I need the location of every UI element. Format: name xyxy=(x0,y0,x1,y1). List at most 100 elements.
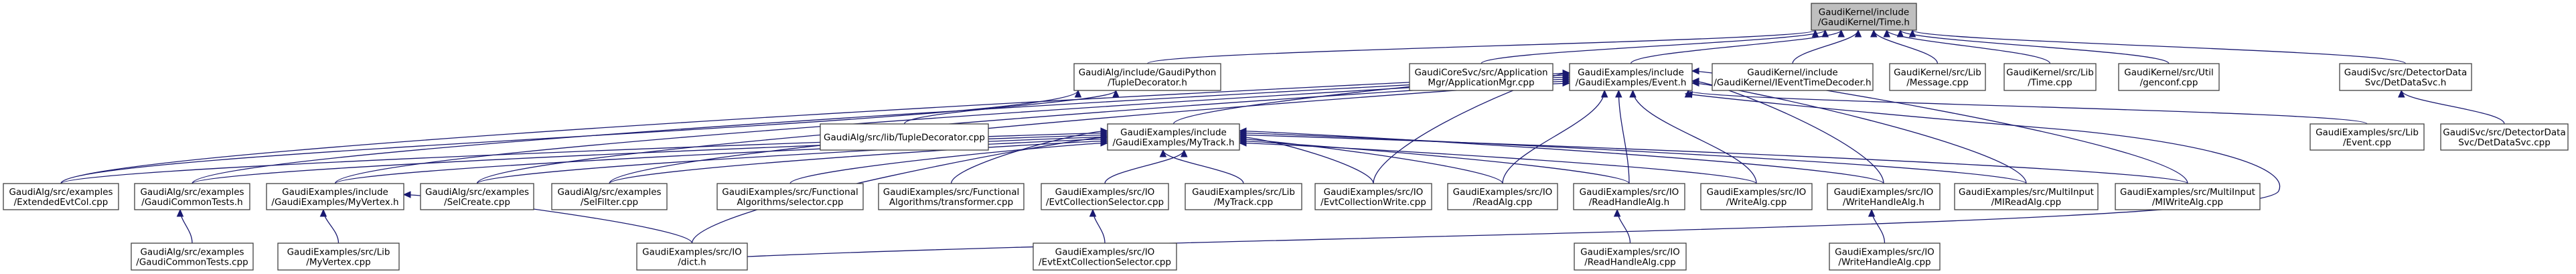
node-myvertex-h[interactable]: GaudiExamples/include/GaudiExamples/MyVe… xyxy=(266,183,404,210)
node-label-line: /ReadHandleAlg.cpp xyxy=(1584,257,1675,268)
root-node-time-h[interactable]: GaudiKernel/include/GaudiKernel/Time.h xyxy=(1811,3,1917,31)
arrowhead-icon xyxy=(1238,139,1247,147)
node-label-line: /WriteAlg.cpp xyxy=(1726,197,1787,208)
edge-line xyxy=(1239,136,1374,184)
node-mireadalg-cpp[interactable]: GaudiExamples/src/MultiInput/MIReadAlg.c… xyxy=(1954,183,2099,210)
node-label-line: GaudiAlg/src/examples xyxy=(140,247,244,258)
node-readhandlealg-h[interactable]: GaudiExamples/src/IO/ReadHandleAlg.h xyxy=(1573,183,1685,210)
node-box xyxy=(1574,243,1687,271)
edge-ieventtimedecoder-h-to-time-h xyxy=(1792,29,1862,64)
node-gaudicommontests-h[interactable]: GaudiAlg/src/examples/GaudiCommonTests.h xyxy=(134,183,250,210)
node-label-line: /SelCreate.cpp xyxy=(444,197,510,208)
node-selector-cpp[interactable]: GaudiExamples/src/FunctionalAlgorithms/s… xyxy=(716,183,864,210)
node-label-line: GaudiAlg/src/examples xyxy=(425,187,529,198)
node-mytrack-cpp[interactable]: GaudiExamples/src/Lib/MyTrack.cpp xyxy=(1185,183,1302,210)
node-event-cpp[interactable]: GaudiExamples/src/Lib/Event.cpp xyxy=(2309,123,2425,151)
edge-readalg-cpp-to-event-h xyxy=(1502,89,1608,184)
edge-mytrack-cpp-to-mytrack-h xyxy=(1159,149,1244,184)
arrowhead-icon xyxy=(176,208,184,217)
arrowhead-icon xyxy=(1854,29,1862,38)
node-selcreate-cpp[interactable]: GaudiAlg/src/examples/SelCreate.cpp xyxy=(420,183,534,210)
arrowhead-icon xyxy=(1562,69,1571,77)
node-box xyxy=(1573,183,1685,210)
node-writehandlealg-h[interactable]: GaudiExamples/src/IO/WriteHandleAlg.h xyxy=(1827,183,1941,210)
arrowhead-icon xyxy=(1159,149,1167,157)
edge-line xyxy=(334,136,1108,184)
arrowhead-icon xyxy=(1896,29,1904,38)
edge-line xyxy=(2401,90,2505,125)
node-box xyxy=(1447,183,1558,210)
node-label-line: GaudiExamples/src/Lib xyxy=(2316,127,2419,138)
nodes-layer: GaudiKernel/include/GaudiKernel/Time.hGa… xyxy=(3,3,2569,271)
node-readalg-cpp[interactable]: GaudiExamples/src/IO/ReadAlg.cpp xyxy=(1447,183,1558,210)
node-genconf-cpp[interactable]: GaudiKernel/src/Util/genconf.cpp xyxy=(2118,63,2220,91)
edges-layer xyxy=(60,29,2505,257)
arrowhead-icon xyxy=(1600,89,1608,98)
edge-line xyxy=(1873,29,1939,64)
edge-readhandlealg-h-to-mytrack-h xyxy=(1238,137,1630,184)
node-label-line: /GaudiCommonTests.cpp xyxy=(136,257,248,268)
node-label-line: /Message.cpp xyxy=(1906,78,1969,88)
node-box xyxy=(716,183,864,210)
node-label-line: GaudiSvc/src/DetectorData xyxy=(2344,68,2467,78)
node-appmgr-cpp[interactable]: GaudiCoreSvc/src/ApplicationMgr/Applicat… xyxy=(1409,63,1554,91)
node-extendedevtcol-cpp[interactable]: GaudiAlg/src/examples/ExtendedEvtCol.cpp xyxy=(3,183,119,210)
node-gaudicommontests-cpp[interactable]: GaudiAlg/src/examples/GaudiCommonTests.c… xyxy=(131,243,254,271)
node-miwritealg-cpp[interactable]: GaudiExamples/src/MultiInput/MIWriteAlg.… xyxy=(2115,183,2261,210)
node-myvertex-cpp[interactable]: GaudiExamples/src/Lib/MyVertex.cpp xyxy=(277,243,400,271)
edge-detdatasvc-cpp-to-detdatasvc-h xyxy=(2398,89,2505,125)
node-label-line: GaudiExamples/src/IO xyxy=(1453,187,1553,198)
node-label-line: /GaudiExamples/Event.h xyxy=(1576,78,1687,88)
edge-line xyxy=(1104,149,1185,184)
arrowhead-icon xyxy=(1691,79,1699,87)
node-label-line: GaudiKernel/src/Lib xyxy=(1894,68,1981,78)
arrowhead-icon xyxy=(1883,29,1891,38)
node-evtcollectionselector-cpp[interactable]: GaudiExamples/src/IO/EvtCollectionSelect… xyxy=(1041,183,1169,210)
edge-evtextcollectionselector-cpp-to-evtcollectionselector-cpp xyxy=(1089,208,1106,244)
node-label-line: Mgr/ApplicationMgr.cpp xyxy=(1428,78,1534,88)
node-label-line: /EvtExtCollectionSelector.cpp xyxy=(1039,257,1171,268)
node-label-line: GaudiCoreSvc/src/Application xyxy=(1414,68,1547,78)
node-event-h[interactable]: GaudiExamples/include/GaudiExamples/Even… xyxy=(1569,63,1693,91)
edge-gaudicommontests-cpp-to-gaudicommontests-h xyxy=(176,208,193,244)
node-box xyxy=(1314,183,1432,210)
node-box xyxy=(551,183,668,210)
node-tupledecorator-h[interactable]: GaudiAlg/include/GaudiPython/TupleDecora… xyxy=(1073,63,1221,91)
node-mytrack-h[interactable]: GaudiExamples/include/GaudiExamples/MyTr… xyxy=(1107,123,1240,151)
node-box xyxy=(131,243,254,271)
node-label-line: /genconf.cpp xyxy=(2140,78,2198,88)
node-box xyxy=(1827,183,1941,210)
node-box xyxy=(2440,123,2569,151)
node-label-line: /EvtCollectionWrite.cpp xyxy=(1320,197,1426,208)
edge-line xyxy=(747,93,2281,257)
node-label-line: GaudiExamples/src/IO xyxy=(1580,187,1679,198)
node-selfilter-cpp[interactable]: GaudiAlg/src/examples/SelFilter.cpp xyxy=(551,183,668,210)
node-writehandlealg-cpp[interactable]: GaudiExamples/src/IO/WriteHandleAlg.cpp xyxy=(1829,243,1941,271)
node-evtcollectionwrite-cpp[interactable]: GaudiExamples/src/IO/EvtCollectionWrite.… xyxy=(1314,183,1432,210)
arrowhead-icon xyxy=(1837,29,1845,38)
node-label-line: /MIWriteAlg.cpp xyxy=(2152,197,2223,208)
node-box xyxy=(878,183,1025,210)
node-writealg-cpp[interactable]: GaudiExamples/src/IO/WriteAlg.cpp xyxy=(1700,183,1813,210)
node-message-cpp[interactable]: GaudiKernel/src/Lib/Message.cpp xyxy=(1889,63,1986,91)
node-label-line: /MyVertex.cpp xyxy=(306,257,370,268)
node-ieventtimedecoder-h[interactable]: GaudiKernel/include/GaudiKernel/IEventTi… xyxy=(1712,63,1874,91)
node-tupledecorator-cpp[interactable]: GaudiAlg/src/lib/TupleDecorator.cpp xyxy=(820,123,989,151)
node-box xyxy=(2003,63,2097,91)
edge-line xyxy=(1239,132,2027,184)
node-label-line: /MIReadAlg.cpp xyxy=(1991,197,2062,208)
edge-readhandlealg-h-to-event-h xyxy=(1615,89,1630,184)
node-evtextcollectionselector-cpp[interactable]: GaudiExamples/src/IO/EvtExtCollectionSel… xyxy=(1033,243,1177,271)
node-readhandlealg-cpp[interactable]: GaudiExamples/src/IO/ReadHandleAlg.cpp xyxy=(1574,243,1687,271)
node-dict-h[interactable]: GaudiExamples/src/IO/dict.h xyxy=(636,243,748,271)
edge-line xyxy=(1239,142,1757,184)
edge-line xyxy=(1239,134,2188,184)
node-detdatasvc-cpp[interactable]: GaudiSvc/src/DetectorDataSvc/DetDataSvc.… xyxy=(2440,123,2569,151)
node-label-line: /GaudiCommonTests.h xyxy=(141,197,242,208)
edge-line xyxy=(1912,29,2407,64)
node-detdatasvc-h[interactable]: GaudiSvc/src/DetectorDataSvc/DetDataSvc.… xyxy=(2339,63,2472,91)
edge-line xyxy=(1502,90,1605,184)
node-transformer-cpp[interactable]: GaudiExamples/src/FunctionalAlgorithms/t… xyxy=(878,183,1025,210)
node-label-line: GaudiExamples/src/IO xyxy=(642,247,742,258)
node-time-cpp[interactable]: GaudiKernel/src/Lib/Time.cpp xyxy=(2003,63,2097,91)
